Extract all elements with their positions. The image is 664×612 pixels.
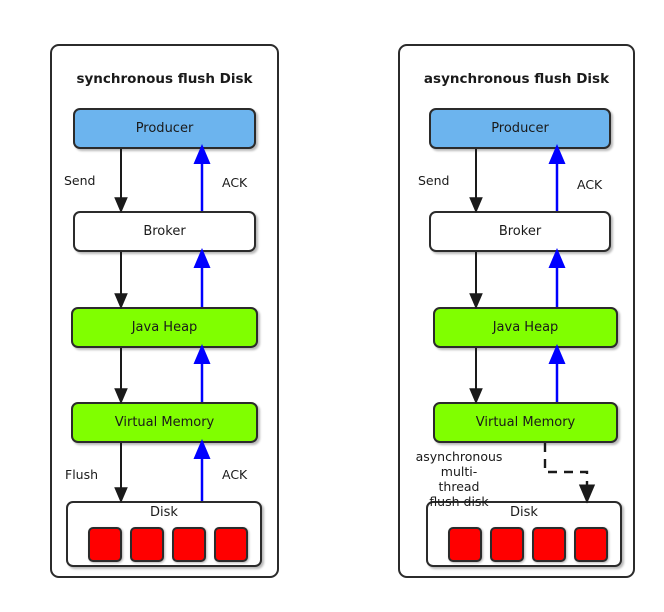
async-flush-note: asynchronous multi- thread flush disk bbox=[404, 449, 514, 509]
async-disk-cell bbox=[448, 527, 482, 562]
sync-disk-cell bbox=[172, 527, 206, 562]
async-label-ack-top: ACK bbox=[577, 177, 603, 192]
async-node-broker: Broker bbox=[429, 211, 611, 252]
sync-node-producer-label: Producer bbox=[135, 121, 194, 136]
async-flush-note-line-2: thread bbox=[438, 479, 480, 494]
sync-node-broker-label: Broker bbox=[143, 224, 186, 239]
async-node-producer: Producer bbox=[429, 108, 611, 149]
sync-node-producer: Producer bbox=[73, 108, 256, 149]
sync-node-broker: Broker bbox=[73, 211, 256, 252]
panel-asynchronous-title: asynchronous flush Disk bbox=[423, 71, 610, 87]
sync-node-disk-label: Disk bbox=[150, 505, 178, 520]
panel-synchronous-title: synchronous flush Disk bbox=[76, 71, 253, 87]
async-flush-note-line-3: flush disk bbox=[429, 494, 489, 509]
sync-disk-cell bbox=[130, 527, 164, 562]
async-node-java-heap-label: Java Heap bbox=[492, 320, 559, 335]
async-node-virtual-memory: Virtual Memory bbox=[433, 402, 618, 443]
async-flush-note-line-1: asynchronous multi- bbox=[415, 449, 503, 479]
sync-node-virtual-memory: Virtual Memory bbox=[71, 402, 258, 443]
async-disk-cell bbox=[532, 527, 566, 562]
sync-node-virtual-memory-label: Virtual Memory bbox=[114, 415, 215, 430]
sync-label-ack-bottom: ACK bbox=[222, 467, 248, 482]
async-node-disk: Disk bbox=[426, 501, 622, 567]
sync-label-flush: Flush bbox=[65, 467, 99, 482]
sync-disk-cell bbox=[88, 527, 122, 562]
async-node-broker-label: Broker bbox=[498, 224, 542, 239]
sync-node-java-heap: Java Heap bbox=[71, 307, 258, 348]
async-node-disk-label: Disk bbox=[510, 505, 538, 520]
sync-disk-cell bbox=[214, 527, 248, 562]
async-disk-cell bbox=[574, 527, 608, 562]
async-disk-cell bbox=[490, 527, 524, 562]
sync-label-send: Send bbox=[64, 173, 96, 188]
async-node-virtual-memory-label: Virtual Memory bbox=[475, 415, 576, 430]
async-node-java-heap: Java Heap bbox=[433, 307, 618, 348]
async-node-producer-label: Producer bbox=[491, 121, 549, 136]
sync-label-ack-top: ACK bbox=[222, 175, 248, 190]
sync-node-disk: Disk bbox=[66, 501, 262, 567]
sync-node-java-heap-label: Java Heap bbox=[131, 320, 198, 335]
async-label-send: Send bbox=[418, 173, 450, 188]
